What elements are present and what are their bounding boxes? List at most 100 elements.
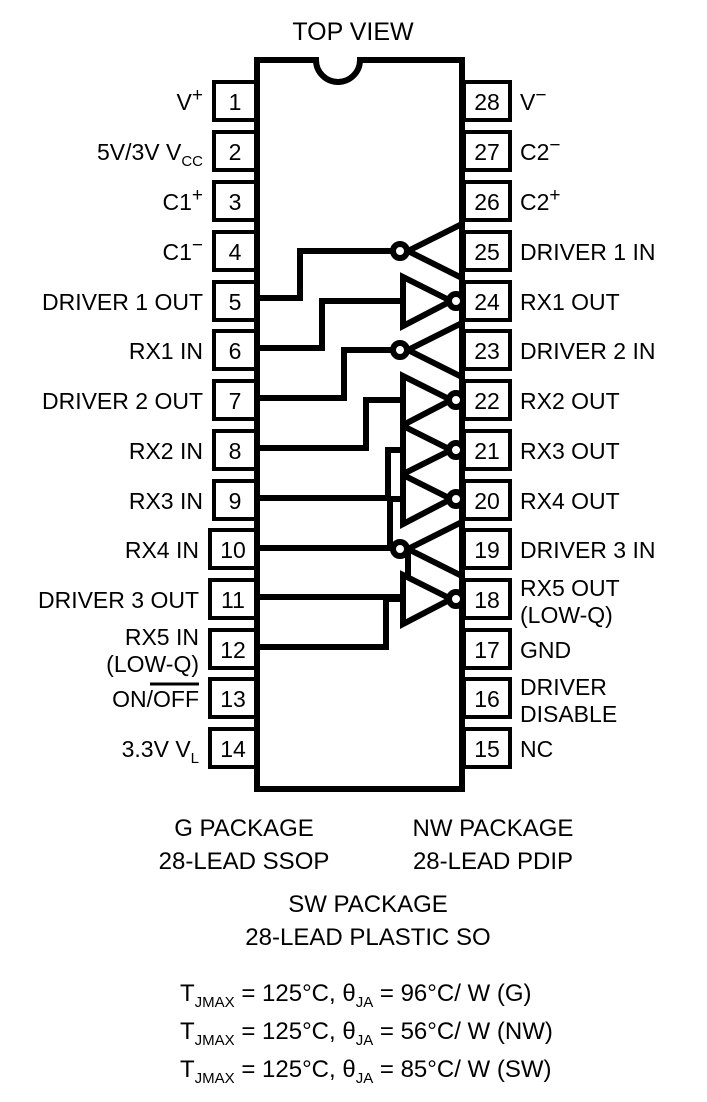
pin-box-4[interactable]: 4 [212, 230, 258, 272]
wire-pin11-receiver5 [257, 596, 403, 650]
pin-label-11: DRIVER 3 OUT [38, 587, 199, 613]
package-captions: G PACKAGE 28-LEAD SSOP NW PACKAGE 28-LEA… [159, 815, 574, 951]
wire-pin8-receiver3 [257, 447, 403, 501]
right-pin-labels: V− C2− C2+ DRIVER 1 IN RX1 OUT DRIVER 2 … [520, 85, 655, 762]
thermal-row-1-tsub: JMAX [195, 1032, 235, 1049]
pin-number-22: 22 [474, 388, 500, 414]
gate-receiver5 [400, 570, 466, 629]
right-pins: 28 27 26 25 24 23 [462, 80, 512, 769]
pin-number-26: 26 [474, 189, 500, 215]
pin-box-21[interactable]: 21 [462, 429, 512, 471]
package-outline [254, 57, 465, 792]
pin-number-28: 28 [474, 89, 500, 115]
pin-box-13[interactable]: 13 [208, 677, 258, 719]
pin-box-5[interactable]: 5 [212, 280, 258, 322]
pin-box-15[interactable]: 15 [462, 727, 512, 769]
pin-label-1: V+ [177, 85, 203, 115]
page-title: TOP VIEW [292, 18, 414, 46]
pin-label-15: NC [520, 736, 553, 762]
thermal-row-0-theta: θ [342, 980, 355, 1007]
pin-box-14[interactable]: 14 [208, 727, 258, 769]
pin-number-2: 2 [229, 139, 242, 165]
package-left-line1: G PACKAGE [174, 815, 314, 842]
pin-box-7[interactable]: 7 [212, 379, 258, 421]
pin-box-11[interactable]: 11 [208, 578, 258, 620]
pin-label-18-line2: (LOW-Q) [520, 602, 613, 628]
pin-box-25[interactable]: 25 [462, 230, 512, 272]
pin-box-18[interactable]: 18 [462, 578, 512, 620]
pin-box-9[interactable]: 9 [212, 479, 258, 521]
pin-box-12[interactable]: 12 [208, 628, 258, 670]
pin-box-1[interactable]: 1 [212, 80, 258, 122]
pin-label-5: DRIVER 1 OUT [42, 289, 203, 315]
pin-box-19[interactable]: 19 [462, 528, 512, 570]
pin-number-5: 5 [229, 289, 242, 315]
pin-box-17[interactable]: 17 [462, 628, 512, 670]
pin-number-19: 19 [474, 537, 500, 563]
pin-box-2[interactable]: 2 [212, 130, 258, 172]
pin-box-27[interactable]: 27 [462, 130, 512, 172]
pin-number-24: 24 [474, 289, 500, 315]
pin-box-3[interactable]: 3 [212, 180, 258, 222]
pin-number-18: 18 [474, 587, 500, 613]
thermal-row-1-eq: = 125°C, [235, 1018, 343, 1045]
pin-label-6: RX1 IN [129, 338, 203, 364]
pin-number-23: 23 [474, 338, 500, 364]
thermal-row-2-theta: θ [342, 1056, 355, 1083]
pin-label-14: 3.3V VL [122, 736, 199, 767]
wire-pin9-receiver4 [257, 496, 403, 551]
thermal-row-1: TJMAX = 125°C, θJA = 56°C/ W (NW) [180, 1018, 553, 1049]
pin-label-23: DRIVER 2 IN [520, 338, 655, 364]
wire-pin4-driver1 [257, 248, 392, 301]
thermal-row-2-eq2: = 85°C/ W (SW) [373, 1056, 551, 1083]
thermal-row-0-eq: = 125°C, [235, 980, 343, 1007]
thermal-row-1-eq2: = 56°C/ W (NW) [373, 1018, 553, 1045]
wire-pin6-driver2 [257, 347, 392, 401]
pin-number-17: 17 [474, 637, 500, 663]
pin-number-1: 1 [229, 89, 242, 115]
pin-number-20: 20 [474, 488, 500, 514]
pin-label-8: RX2 IN [129, 438, 203, 464]
pin-box-24[interactable]: 24 [462, 280, 512, 322]
package-body [254, 57, 465, 792]
pin-box-10[interactable]: 10 [208, 528, 258, 570]
pin-box-20[interactable]: 20 [462, 479, 512, 521]
thermal-row-1-thetasub: JA [356, 1032, 374, 1049]
pin-box-6[interactable]: 6 [212, 329, 258, 371]
pin-label-18-line1: RX5 OUT [520, 575, 620, 601]
internal-wiring [257, 248, 411, 650]
pin-box-22[interactable]: 22 [462, 379, 512, 421]
left-pin-labels: V+ 5V/3V VCC C1+ C1− DRIVER 1 OUT RX1 IN… [38, 85, 203, 767]
pin-box-8[interactable]: 8 [212, 429, 258, 471]
pin-label-10: RX4 IN [125, 537, 199, 563]
pin-label-21: RX3 OUT [520, 438, 620, 464]
pin-number-27: 27 [474, 139, 500, 165]
pin-label-25: DRIVER 1 IN [520, 239, 655, 265]
pin-number-13: 13 [220, 686, 246, 712]
pin-label-13-text: ON/OFF [112, 686, 199, 712]
pin-label-16-line1: DRIVER [520, 674, 607, 700]
thermal-row-0: TJMAX = 125°C, θJA = 96°C/ W (G) [180, 980, 532, 1011]
pin-box-26[interactable]: 26 [462, 180, 512, 222]
pin-number-14: 14 [220, 736, 246, 762]
pin-label-26: C2+ [520, 185, 561, 215]
thermal-row-0-tsub: JMAX [195, 994, 235, 1011]
pin-number-3: 3 [229, 189, 242, 215]
pin-number-15: 15 [474, 736, 500, 762]
pin-number-6: 6 [229, 338, 242, 364]
package-right-line2: 28-LEAD PDIP [413, 848, 573, 875]
wire-pin5-receiver1 [257, 298, 403, 351]
thermal-specs: TJMAX = 125°C, θJA = 96°C/ W (G) TJMAX =… [180, 980, 553, 1087]
pin-box-23[interactable]: 23 [462, 329, 512, 371]
pin-box-16[interactable]: 16 [462, 677, 512, 719]
pin-number-11: 11 [221, 587, 245, 613]
pin-label-9: RX3 IN [129, 488, 203, 514]
pin-label-19: DRIVER 3 IN [520, 537, 655, 563]
pin-number-16: 16 [474, 686, 500, 712]
thermal-row-0-t: T [180, 980, 195, 1007]
pin-label-20: RX4 OUT [520, 488, 620, 514]
pin-number-7: 7 [229, 388, 242, 414]
pin-label-17: GND [520, 637, 571, 663]
pin-box-28[interactable]: 28 [462, 80, 512, 122]
